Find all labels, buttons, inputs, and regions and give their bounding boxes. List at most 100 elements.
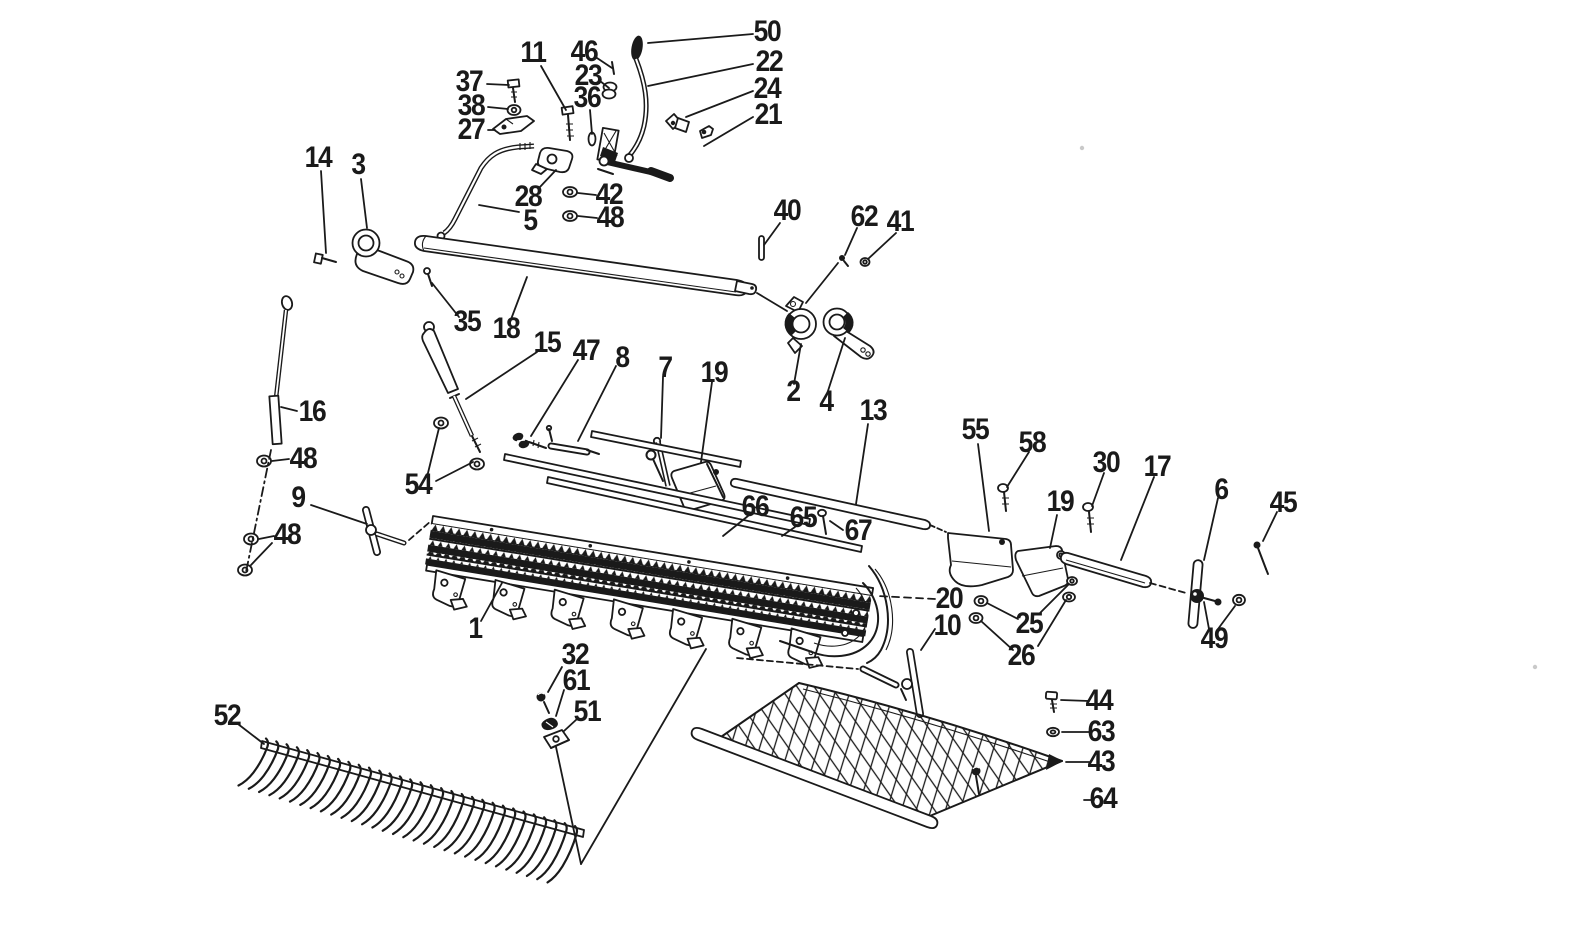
bolt-44-head [1044, 690, 1058, 701]
leader-line [408, 520, 432, 541]
part-number-label: 15 [533, 326, 562, 359]
part-number-label: 48 [596, 201, 625, 234]
part-number-label: 54 [404, 468, 433, 501]
leader-line [486, 83, 510, 86]
leader-line [547, 666, 563, 693]
rod-8 [545, 424, 600, 456]
grate-rib [609, 598, 646, 640]
tine [536, 822, 568, 881]
bearing-arm-4 [822, 255, 875, 360]
rail-top [590, 430, 742, 468]
part-number-label: 8 [615, 341, 630, 374]
fastener-32-61-51 [536, 692, 570, 749]
leader-line [660, 376, 664, 439]
tine [525, 819, 558, 878]
part-number-label: 40 [773, 194, 802, 227]
leader-line [1037, 599, 1067, 647]
leader-line [555, 689, 565, 717]
part-number-label: 48 [273, 518, 302, 551]
leader-line [310, 504, 368, 525]
leader-line [977, 443, 990, 532]
part-number-label: 6 [1214, 473, 1229, 506]
part-number-label: 66 [741, 490, 770, 523]
nut-23b [601, 88, 617, 100]
tine [464, 801, 496, 858]
tine [340, 766, 373, 819]
part-number-label: 27 [457, 113, 486, 146]
lever-ball [624, 153, 634, 163]
part-number-label: 2 [786, 375, 801, 408]
t-handle-9 [362, 506, 407, 556]
leader-line [1049, 514, 1058, 549]
wing-bolt-47 [512, 432, 524, 442]
pin-21 [699, 125, 714, 139]
tine [422, 789, 455, 845]
adjust-lever-assembly [596, 35, 674, 182]
part-number-label: 9 [291, 481, 306, 514]
leader-line [435, 461, 474, 482]
tine [299, 754, 331, 806]
part-number-label: 58 [1018, 426, 1047, 459]
part-number-label: 55 [961, 413, 990, 446]
rod-17 [1059, 551, 1153, 589]
part-number-label: 14 [304, 141, 333, 174]
bolt-67-head [817, 508, 827, 518]
leader-line [781, 526, 796, 537]
part-number-label: 49 [1200, 622, 1229, 655]
part-number-label: 30 [1092, 446, 1121, 479]
faint-marks [1079, 145, 1538, 670]
leader-line [1217, 605, 1236, 630]
bearing-2 [784, 296, 817, 354]
part-number-label: 1 [468, 612, 483, 645]
leader-line [980, 620, 1014, 651]
leader-line [1006, 451, 1030, 488]
leader-line [280, 406, 298, 412]
leader-line [478, 204, 520, 213]
part-number-label: 51 [573, 695, 602, 728]
leader-line [540, 65, 567, 111]
tine [443, 795, 476, 852]
leader-line [589, 109, 593, 135]
grate-rib [550, 588, 587, 630]
leader-line [793, 343, 802, 385]
leader-line [805, 262, 839, 304]
leader-line [480, 582, 503, 622]
part-number-label: 43 [1087, 745, 1116, 778]
part-number-label: 24 [753, 72, 782, 105]
pin-24-cyl [674, 117, 690, 133]
part-number-label: 32 [561, 638, 590, 671]
part-number-label: 19 [1046, 485, 1075, 518]
leader-line [360, 178, 368, 229]
leader-line [1262, 511, 1278, 542]
part-number-label: 10 [933, 609, 962, 642]
part-number-label: 44 [1085, 684, 1114, 717]
leader-line [250, 542, 273, 566]
leader-line [487, 106, 509, 110]
leader-line [320, 170, 327, 254]
tine [546, 825, 579, 884]
leader-line [245, 449, 272, 573]
tine [402, 784, 434, 839]
part-number-label: 64 [1089, 782, 1118, 815]
leader-line [920, 628, 936, 651]
part-number-label: 16 [298, 395, 327, 428]
side-strip-20 [866, 565, 889, 664]
leader-line [703, 116, 754, 147]
tine [268, 746, 300, 797]
leader-line [596, 57, 613, 69]
leader-line [1203, 601, 1210, 630]
base-plate [606, 159, 656, 176]
leader-line [431, 282, 460, 318]
tine [288, 752, 321, 803]
part-number-label: 28 [514, 180, 543, 213]
leader-line [237, 723, 265, 745]
lever-knob-50 [631, 35, 643, 61]
tine [505, 813, 537, 871]
tine [494, 810, 527, 868]
leader-line [465, 351, 538, 400]
leader-line [722, 515, 749, 537]
part-number-label: 20 [935, 582, 964, 615]
part-number-label: 5 [523, 204, 538, 237]
top-fasteners [492, 61, 714, 222]
